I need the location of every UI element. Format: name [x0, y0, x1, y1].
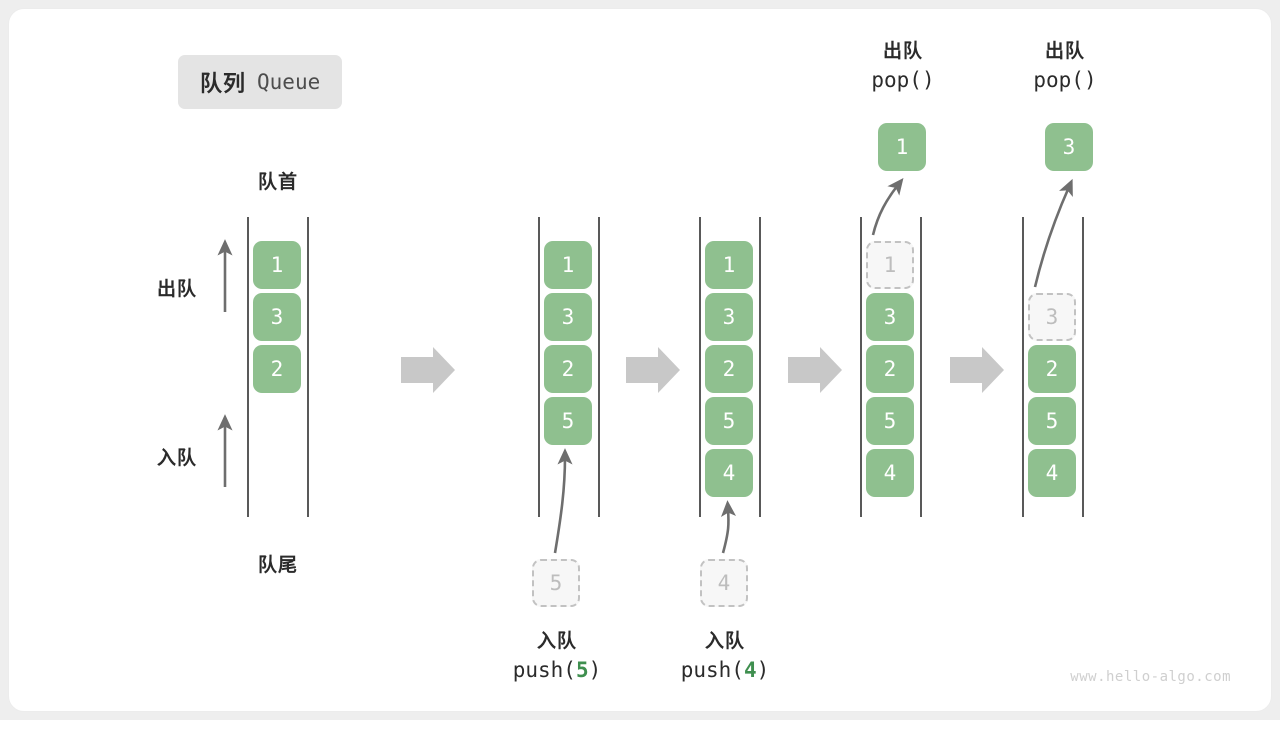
pop-3-arrow [1033, 178, 1073, 288]
operation-label-pop-3: 出队 pop() [977, 39, 1153, 95]
step-arrow [788, 347, 842, 393]
queue-element: 2 [1028, 345, 1076, 393]
watermark: www.hello-algo.com [1070, 669, 1231, 685]
arrows-overlay [217, 178, 1073, 554]
title-chinese: 队列 [200, 71, 247, 96]
enqueue-direction-label: 入队 [157, 448, 198, 469]
rail-right [307, 217, 309, 517]
queue-head-label: 队首 [257, 172, 298, 193]
operation-label-pop-1: 出队 pop() [815, 39, 991, 95]
queue-element: 3 [253, 293, 301, 341]
operation-code: pop() [1033, 68, 1097, 92]
push-5-arrow [553, 448, 573, 554]
ghost-element: 1 [866, 241, 914, 289]
rail-left [860, 217, 862, 517]
queue-element: 4 [866, 449, 914, 497]
step-arrow [626, 347, 680, 393]
queue-element: 2 [544, 345, 592, 393]
queue-element: 1 [253, 241, 301, 289]
queue-element: 5 [1028, 397, 1076, 445]
queue-element: 2 [253, 345, 301, 393]
rail-left [247, 217, 249, 517]
title-english: Queue [257, 70, 321, 94]
queue-element-new: 5 [544, 397, 592, 445]
queue-element: 5 [705, 397, 753, 445]
operation-code: push(5) [512, 658, 602, 682]
push-4-arrow [720, 500, 737, 554]
queue-element: 3 [866, 293, 914, 341]
operation-code: push(4) [680, 658, 770, 682]
operation-label-push-4: 入队 push(4) [625, 629, 825, 685]
operation-label-push-5: 入队 push(5) [457, 629, 657, 685]
rail-right [759, 217, 761, 517]
operation-code: pop() [871, 68, 935, 92]
dequeue-direction-label: 出队 [157, 279, 198, 300]
queue-element: 2 [705, 345, 753, 393]
queue-element: 3 [544, 293, 592, 341]
rail-right [1082, 217, 1084, 517]
operation-cn: 出队 [882, 41, 923, 62]
queue-tail-label: 队尾 [257, 555, 298, 576]
queue-element: 2 [866, 345, 914, 393]
diagram-card: 队列 Queue 队首 队尾 出队 入队 1 3 2 1 3 2 5 5 入队 [8, 8, 1272, 712]
pop-1-arrow [871, 178, 904, 236]
rail-left [1022, 217, 1024, 517]
operation-cn: 入队 [704, 631, 745, 652]
queue-element: 3 [705, 293, 753, 341]
diagram-title-badge: 队列 Queue [178, 55, 343, 109]
queue-element: 1 [544, 241, 592, 289]
popped-element: 1 [878, 123, 926, 171]
step-arrow [950, 347, 1004, 393]
operation-arg: 4 [743, 658, 757, 682]
queue-element-new: 4 [705, 449, 753, 497]
ghost-element: 4 [700, 559, 748, 607]
queue-element: 5 [866, 397, 914, 445]
operation-cn: 入队 [536, 631, 577, 652]
step-arrow [401, 347, 455, 393]
ghost-element: 5 [532, 559, 580, 607]
ghost-element: 3 [1028, 293, 1076, 341]
operation-cn: 出队 [1044, 41, 1085, 62]
queue-element: 4 [1028, 449, 1076, 497]
operation-arg: 5 [575, 658, 589, 682]
queue-element: 1 [705, 241, 753, 289]
rail-left [699, 217, 701, 517]
rail-left [538, 217, 540, 517]
rail-right [920, 217, 922, 517]
rail-right [598, 217, 600, 517]
popped-element: 3 [1045, 123, 1093, 171]
